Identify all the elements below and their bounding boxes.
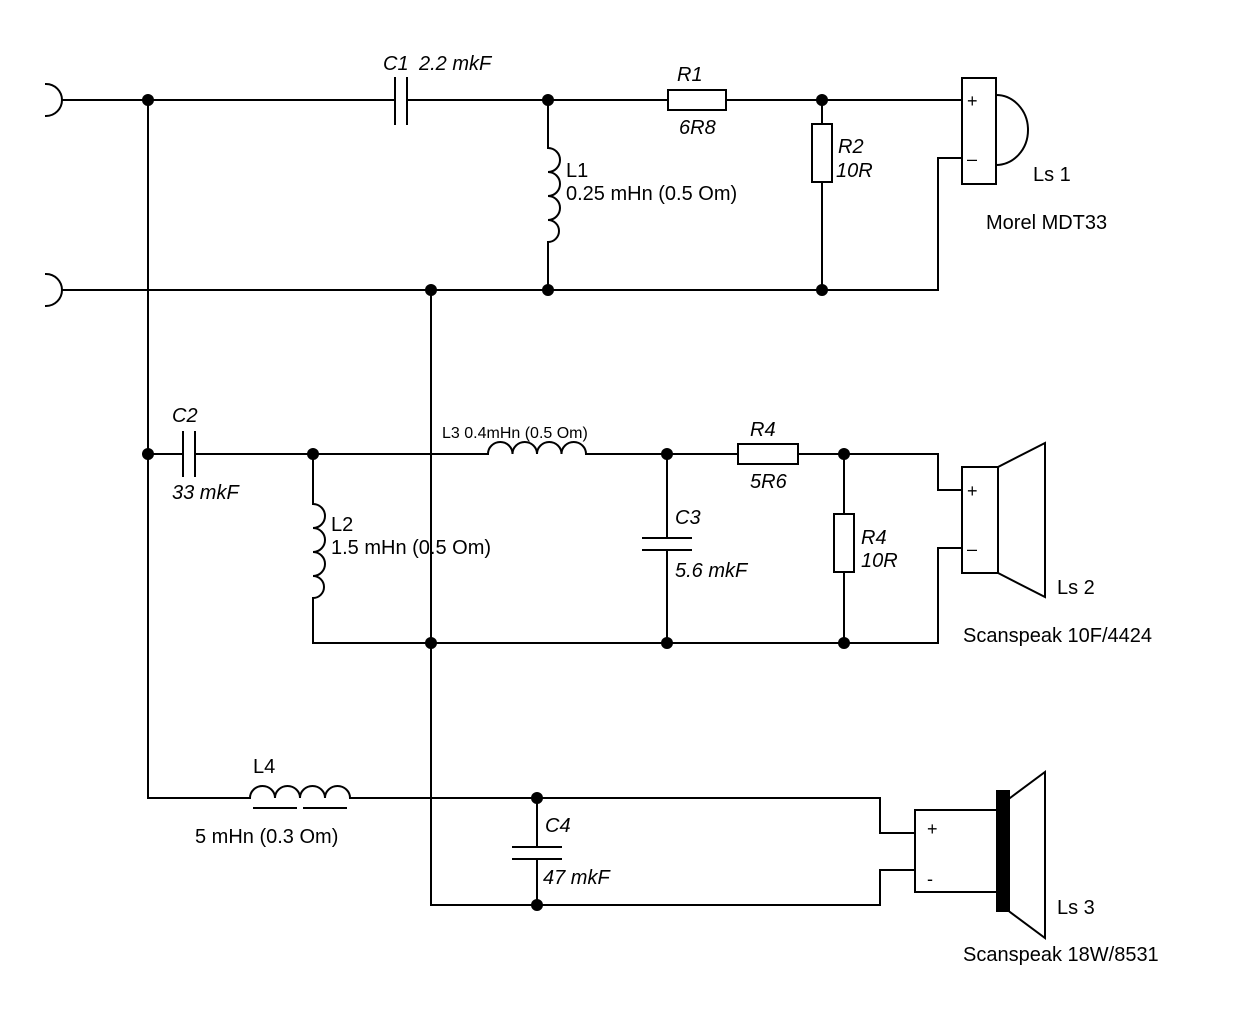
ls3-model: Scanspeak 18W/8531 [963,944,1159,966]
c4-name: C4 [545,815,571,837]
ls3-plus: + [927,819,938,839]
ls1-name: Ls 1 [1033,164,1071,186]
resistor-r1 [667,89,727,111]
ls2-name: Ls 2 [1057,577,1095,599]
l1-name: L1 [566,160,588,182]
ls1-plus: + [967,91,978,111]
r2-value: 10R [836,160,873,182]
capacitor-c1 [394,77,408,125]
l2-name: L2 [331,514,353,536]
input-terminal-positive [44,82,63,118]
r1-value: 6R8 [679,117,716,139]
capacitor-c2 [182,431,196,477]
l4-value: 5 mHn (0.3 Om) [195,826,338,848]
r2-name: R2 [838,136,864,158]
c1-value: 2.2 mkF [418,53,493,75]
l4-name: L4 [253,756,275,778]
c4-value: 47 mkF [543,867,611,889]
resistor-r4-shunt [833,513,855,573]
ls1-model: Morel MDT33 [986,212,1107,234]
speaker-ls1 [961,77,1029,185]
resistor-r2 [811,123,833,183]
ls2-minus: – [967,539,977,559]
inductor-l4 [248,785,352,809]
r1-name: R1 [677,64,703,86]
ls2-plus: + [967,481,978,501]
l2-value: 1.5 mHn (0.5 Om) [331,537,491,559]
l3-label: L3 0.4mHn (0.5 Om) [442,425,588,442]
r4-shunt-value: 10R [861,550,898,572]
r4-series-name: R4 [750,419,776,441]
ls2-model: Scanspeak 10F/4424 [963,625,1152,647]
ls1-minus: – [967,149,977,169]
r4-series-value: 5R6 [750,471,788,493]
inductor-l1 [546,146,561,244]
c3-name: C3 [675,507,701,529]
ls3-minus: - [927,869,933,889]
l1-value: 0.25 mHn (0.5 Om) [566,183,737,205]
ls3-name: Ls 3 [1057,897,1095,919]
c2-name: C2 [172,405,198,427]
inductor-l3 [486,441,588,456]
inductor-l2 [311,502,326,600]
junctions [142,94,850,911]
speaker-ls3 [914,770,1046,940]
r4-shunt-name: R4 [861,527,887,549]
resistor-r4-series [737,443,799,465]
c2-value: 33 mkF [172,482,240,504]
input-terminal-negative [44,272,63,308]
speaker-ls2 [961,441,1046,599]
c1-name: C1 [383,53,409,75]
capacitor-c4 [512,846,562,860]
c3-value: 5.6 mkF [675,560,749,582]
capacitor-c3 [642,537,692,551]
